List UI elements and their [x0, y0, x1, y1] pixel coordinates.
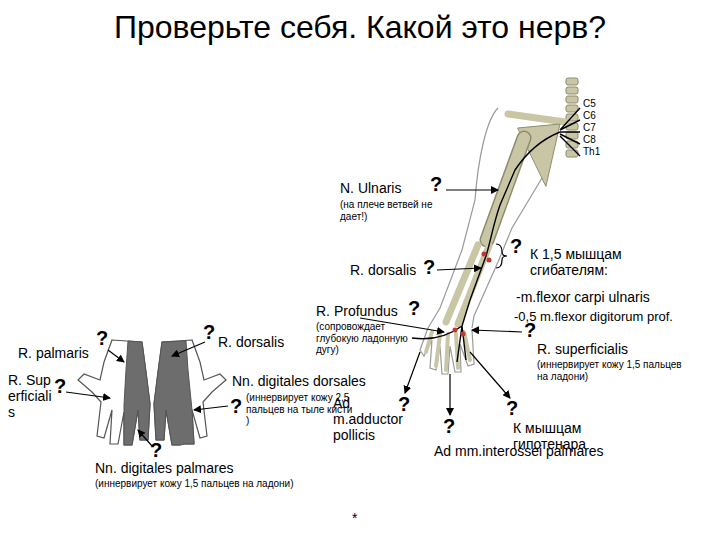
label: R. Profundus [316, 303, 398, 319]
bones [426, 114, 565, 370]
label: (иннервирует кожу 1,5 пальцев на ладони) [95, 478, 305, 490]
leader-arrows [172, 342, 205, 356]
vertebrae [566, 78, 578, 85]
label: -0,5 m.flexor digitorum prof. [514, 310, 673, 325]
slide-title: Проверьте себя. Какой это нерв? [100, 8, 620, 46]
palmar-hand [78, 340, 150, 445]
bones [487, 138, 524, 240]
branch-dots [487, 258, 492, 263]
branch-dots [482, 252, 487, 257]
label: К мышцам гипотенара [513, 420, 625, 452]
label: * [352, 510, 357, 526]
vertebrae [566, 105, 578, 112]
bones [446, 245, 478, 322]
callout-mark: ? [524, 320, 536, 340]
callout-mark: ? [230, 396, 242, 416]
label: C5 [583, 98, 596, 110]
label: Nn. digitales dorsales [232, 373, 366, 389]
bracket [496, 244, 507, 268]
label: (на плече ветвей не дает!) [340, 199, 458, 222]
leader-arrows [437, 268, 481, 270]
palmar-hand [78, 340, 150, 445]
callout-mark: ? [430, 174, 442, 194]
bones [508, 114, 565, 122]
label: Nn. digitales palmares [95, 460, 234, 476]
label: C6 [583, 110, 596, 122]
ulnar-nerve [560, 108, 580, 156]
leader-arrows [194, 406, 228, 410]
leader-arrows [446, 189, 498, 190]
callout-mark: ? [54, 376, 66, 396]
leader-arrows [470, 352, 510, 398]
palmar-hand [124, 341, 150, 445]
label: Th1 [583, 146, 600, 158]
branch-dots [453, 252, 492, 337]
label: (иннервирует кожу 1,5 пальцев на ладони) [537, 359, 687, 382]
branch-dots [461, 332, 466, 337]
callout-mark: ? [408, 298, 420, 318]
label: R. superficialis [537, 341, 628, 357]
callout-mark: ? [150, 440, 162, 460]
leader-arrows [472, 330, 522, 332]
leader-arrows [66, 392, 110, 398]
callout-mark: ? [96, 328, 108, 348]
callout-mark: ? [510, 236, 522, 256]
dorsal-hand [154, 340, 226, 445]
vertebrae [566, 96, 578, 103]
label: R. Superficialis [8, 372, 52, 420]
label: N. Ulnaris [340, 180, 401, 196]
dorsal-hand [154, 341, 194, 445]
leader-arrows [138, 430, 152, 446]
callout-mark: ? [203, 322, 215, 342]
label: R. dorsalis [218, 334, 284, 350]
label: К 1,5 мышцам сгибателям: [530, 246, 680, 278]
callout-mark: ? [506, 398, 518, 418]
dorsal-hand [154, 340, 226, 445]
leader-arrows [405, 352, 420, 393]
label: R. dorsalis [350, 262, 416, 278]
label: -m.flexor carpi ulnaris [516, 289, 650, 305]
label: (иннервирует кожу 2,5 пальцев на тыле ки… [246, 392, 358, 427]
vertebrae [566, 87, 578, 94]
callout-mark: ? [423, 257, 435, 277]
leader-arrows [66, 190, 522, 446]
branch-dots [453, 328, 458, 333]
label: C7 [583, 122, 596, 134]
callout-mark: ? [443, 416, 455, 436]
label: R. palmaris [18, 345, 89, 361]
vertebrae [566, 150, 578, 157]
label: C8 [583, 134, 596, 146]
bones [487, 138, 524, 240]
leader-arrows [449, 374, 450, 415]
leader-arrows [108, 350, 124, 362]
label: (сопровождает глубокую ладонную дугу) [316, 321, 412, 356]
callout-mark: ? [398, 394, 410, 414]
